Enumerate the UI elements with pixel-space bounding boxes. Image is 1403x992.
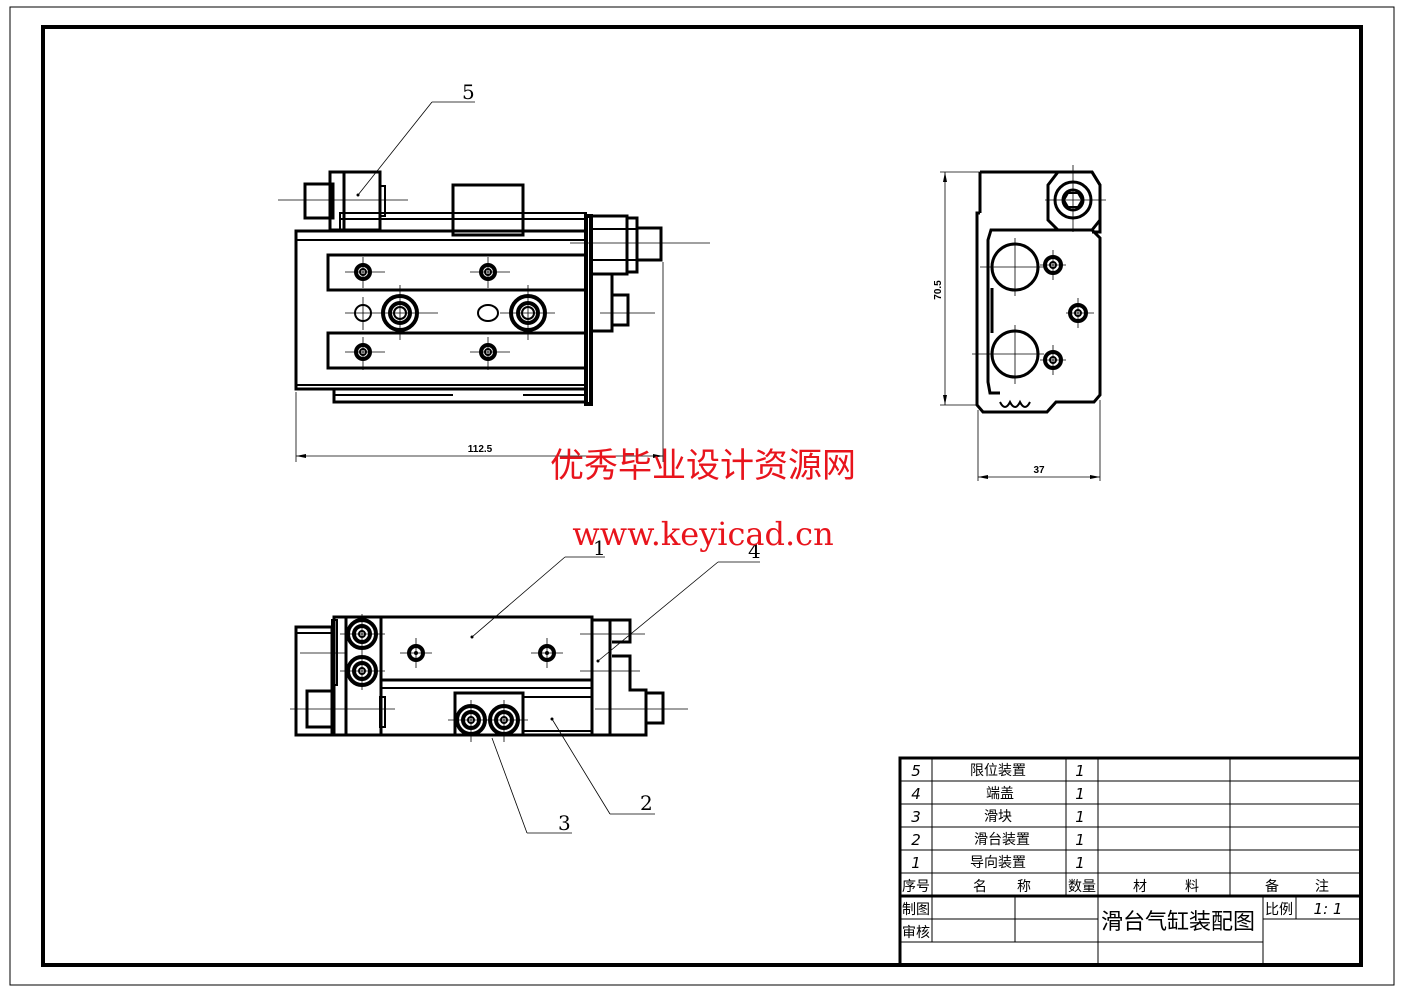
bom-row: 2 滑台装置 1 [911, 831, 1085, 849]
balloon-3: 3 [558, 811, 571, 835]
dim-width: 37 [1033, 465, 1045, 476]
drawn-by-label: 制图 [902, 902, 930, 918]
watermark-url: www.keyicad.cn [572, 515, 833, 553]
dim-length: 112.5 [468, 444, 493, 455]
svg-text:限位装置: 限位装置 [970, 763, 1026, 779]
checked-by-label: 审核 [902, 925, 930, 941]
bom-row: 1 导向装置 1 [911, 854, 1085, 872]
svg-text:滑台装置: 滑台装置 [974, 831, 1030, 848]
bom-row: 3 滑块 1 [911, 808, 1085, 826]
balloon-2: 2 [640, 791, 653, 815]
svg-text:1: 1 [1075, 762, 1085, 780]
svg-text:2: 2 [911, 831, 921, 849]
svg-text:序号: 序号 [902, 879, 930, 895]
svg-text:导向装置: 导向装置 [970, 855, 1026, 871]
svg-text:名: 名 [973, 879, 987, 895]
front-view: 112.5 5 [278, 80, 710, 462]
svg-text:4: 4 [911, 785, 921, 803]
watermark-title: 优秀毕业设计资源网 [550, 446, 856, 486]
svg-text:1: 1 [1075, 854, 1085, 872]
dim-height: 70.5 [933, 280, 944, 300]
balloon-4: 4 [748, 539, 761, 563]
svg-text:滑块: 滑块 [984, 808, 1012, 825]
slider-block [451, 183, 525, 237]
top-view: 1 4 2 3 [290, 536, 761, 835]
svg-text:端盖: 端盖 [986, 786, 1014, 802]
bom-header: 序号 名 称 数量 材 料 备 注 [902, 878, 1329, 895]
svg-text:注: 注 [1315, 879, 1329, 895]
svg-text:3: 3 [911, 808, 921, 826]
inner-frame [41, 25, 1363, 967]
bom-row: 5 限位装置 1 [911, 762, 1085, 780]
bom-row: 4 端盖 1 [911, 785, 1085, 803]
svg-text:料: 料 [1185, 879, 1199, 895]
drawing-title: 滑台气缸装配图 [1101, 910, 1255, 935]
side-view: 70.5 37 [933, 165, 1106, 481]
svg-text:材: 材 [1133, 879, 1147, 895]
svg-text:1: 1 [911, 854, 921, 872]
balloon-5: 5 [462, 80, 475, 104]
title-block: 5 限位装置 1 4 端盖 1 3 滑块 1 2 滑台装置 1 1 导向装置 1… [898, 756, 1363, 967]
scale-label: 比例 [1265, 902, 1293, 918]
balloon-1: 1 [593, 536, 606, 560]
svg-text:1: 1 [1075, 808, 1085, 826]
svg-text:5: 5 [911, 762, 921, 780]
svg-text:备: 备 [1265, 878, 1279, 895]
scale-value: 1: 1 [1314, 900, 1343, 918]
outer-border [9, 6, 1395, 986]
svg-text:1: 1 [1075, 831, 1085, 849]
svg-text:称: 称 [1017, 879, 1031, 895]
svg-text:数量: 数量 [1068, 879, 1096, 895]
svg-text:1: 1 [1075, 785, 1085, 803]
